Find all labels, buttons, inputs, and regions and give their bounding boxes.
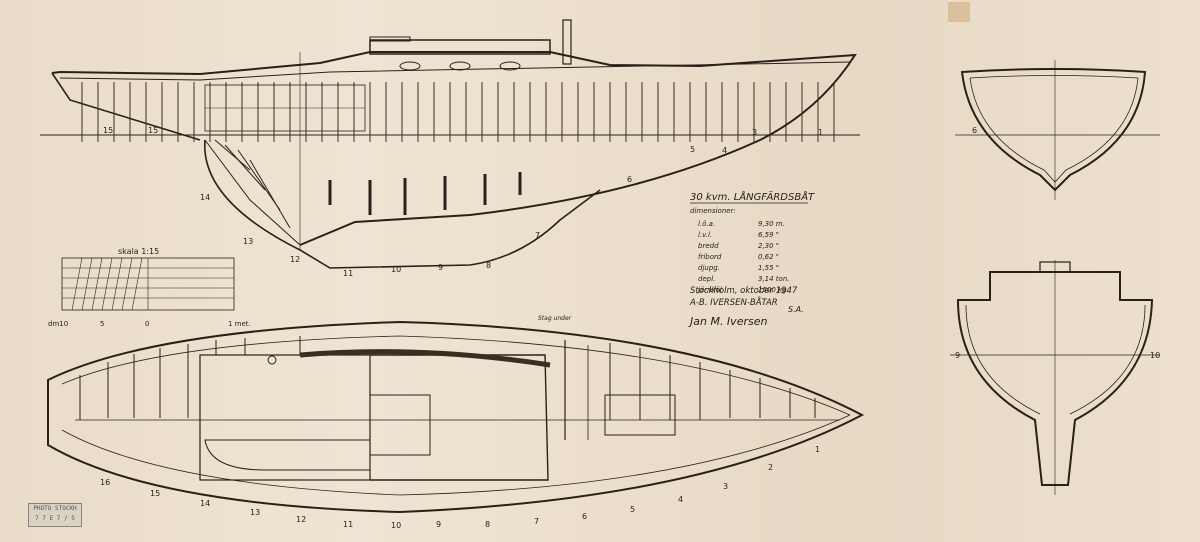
profile-station-label: 7 (535, 231, 540, 240)
profile-station-label: 11 (343, 269, 353, 278)
dimension-value: 2,30 " (758, 242, 779, 250)
dimension-value: 6,59 " (758, 231, 779, 239)
dimension-value: 1,55 " (758, 264, 779, 272)
profile-station-label: 15 (103, 126, 113, 135)
place-date: Stockholm, oktober 1947 (690, 286, 798, 296)
dimension-key: depl. (698, 275, 715, 283)
profile-station-label: 13 (243, 237, 253, 246)
upper-section-label: 6 (972, 126, 977, 135)
profile-station-label: 6 (627, 175, 632, 184)
plan-station-label: 6 (582, 512, 587, 521)
scale-unit-right: 1 met. (228, 320, 251, 328)
profile-station-label: 4 (722, 146, 727, 155)
plan-station-label: 9 (436, 520, 441, 529)
plan-station-label: 5 (630, 505, 635, 514)
plan-station-label: 13 (250, 508, 260, 517)
plan-station-label: 1 (815, 445, 820, 454)
plan-station-label: 3 (723, 482, 728, 491)
stamp-line-2: 7 7 E 7 / 5 (35, 515, 75, 522)
firm-suffix: S.A. (788, 305, 804, 314)
profile-view (40, 19, 860, 269)
scale-label: skala 1:15 (118, 247, 159, 256)
dimension-key: fribord (698, 253, 722, 261)
dimension-key: järnköl (697, 286, 722, 294)
dimensions-table: l.ö.a. 9,30 m. l.v.l. 6,59 " bredd 2,30 " frib… (697, 220, 790, 294)
lower-section-view (950, 260, 1160, 495)
dimension-value: 1500 kg. (758, 286, 789, 294)
profile-station-labels: 15 15 14 13 12 11 10 9 8 7 6 5 4 3 1 (103, 126, 823, 278)
dimension-key: bredd (698, 242, 719, 250)
archive-stamp: PHOTO STOCKH 7 7 E 7 / 5 (28, 503, 82, 527)
scale-unit-left: dm10 (48, 320, 68, 328)
profile-station-label: 3 (752, 128, 757, 137)
firm-name: A-B. IVERSEN-BÅTAR (689, 296, 778, 308)
dimension-value: 3,14 ton. (758, 275, 790, 283)
scale-unit-5: 5 (100, 320, 104, 328)
profile-station-label: 5 (690, 145, 695, 154)
plan-note: Stag under (538, 315, 572, 322)
scale-unit-0: 0 (145, 320, 149, 328)
dimension-key: l.v.l. (698, 231, 712, 239)
lower-section-label-right: 10 (1150, 351, 1160, 360)
dimensions-label: dimensioner: (690, 207, 736, 215)
dimension-key: djupg. (698, 264, 720, 272)
plan-station-label: 10 (391, 521, 401, 530)
plan-station-label: 12 (296, 515, 306, 524)
plan-station-label: 11 (343, 520, 353, 529)
profile-station-label: 15 (148, 126, 158, 135)
plan-station-label: 14 (200, 499, 210, 508)
plan-station-label: 4 (678, 495, 683, 504)
profile-station-label: 14 (200, 193, 210, 202)
plan-station-label: 15 (150, 489, 160, 498)
plan-view (47, 320, 865, 514)
scale-bar (61, 257, 235, 311)
profile-station-label: 9 (438, 263, 443, 272)
profile-station-label: 1 (818, 128, 823, 137)
plan-station-label: 8 (485, 520, 490, 529)
stamp-line-1: PHOTO STOCKH (33, 505, 77, 512)
plan-station-labels: 16 15 14 13 12 11 10 9 8 7 6 5 4 3 2 1 (100, 445, 820, 530)
dimension-value: 0,62 " (758, 253, 779, 261)
profile-station-label: 8 (486, 261, 491, 270)
plan-station-label: 2 (768, 463, 773, 472)
profile-station-label: 10 (391, 265, 401, 274)
dimension-key: l.ö.a. (698, 220, 715, 228)
plan-station-label: 7 (534, 517, 539, 526)
profile-station-label: 12 (290, 255, 300, 264)
drawing-title: 30 kvm. LÅNGFÄRDSBÅT (690, 190, 815, 203)
signature: Jan M. Iversen (688, 315, 767, 328)
tape-mark (948, 2, 970, 22)
plan-station-label: 16 (100, 478, 110, 487)
upper-section-view (955, 60, 1160, 200)
dimension-value: 9,30 m. (758, 220, 785, 228)
lower-section-label-left: 9 (955, 351, 960, 360)
